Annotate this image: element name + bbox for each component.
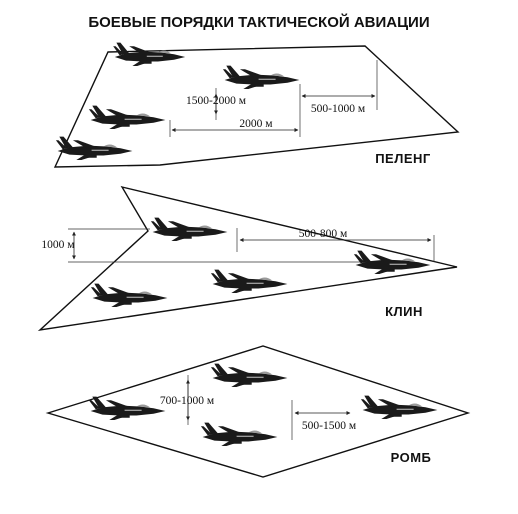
romb-distance-label: 500-1500 м	[302, 420, 357, 432]
jet-fighter-icon	[222, 65, 300, 89]
peleng-name: ПЕЛЕНГ	[375, 151, 431, 166]
jet-fighter-icon	[210, 363, 288, 387]
jet-fighter-icon	[210, 269, 288, 293]
peleng-step-label: 500-1000 м	[311, 103, 366, 115]
peleng-formation: 1500-2000 м 2000 м 500-1000 м ПЕЛЕНГ	[53, 42, 460, 168]
jet-fighter-icon	[150, 217, 228, 241]
klin-distance-label: 500-800 м	[299, 228, 348, 240]
jet-fighter-icon	[200, 422, 278, 446]
peleng-outline	[53, 45, 460, 168]
jet-fighter-icon	[113, 42, 186, 66]
klin-interval-label: 1000 м	[41, 239, 75, 251]
peleng-distance-label: 2000 м	[239, 118, 273, 130]
diagram-title: БОЕВЫЕ ПОРЯДКИ ТАКТИЧЕСКОЙ АВИАЦИИ	[88, 13, 429, 31]
peleng-interval-label: 1500-2000 м	[186, 95, 247, 107]
jet-fighter-icon	[88, 105, 166, 129]
jet-fighter-icon	[88, 396, 166, 420]
romb-formation: 700-1000 м 500-1500 м РОМБ	[45, 345, 471, 478]
jet-fighter-icon	[353, 250, 431, 274]
klin-name: КЛИН	[385, 304, 423, 319]
klin-formation: 1000 м 500-800 м КЛИН	[37, 185, 458, 332]
jet-fighter-icon	[90, 283, 168, 307]
romb-name: РОМБ	[391, 450, 432, 465]
romb-outline	[45, 345, 471, 478]
romb-interval-label: 700-1000 м	[160, 395, 215, 407]
